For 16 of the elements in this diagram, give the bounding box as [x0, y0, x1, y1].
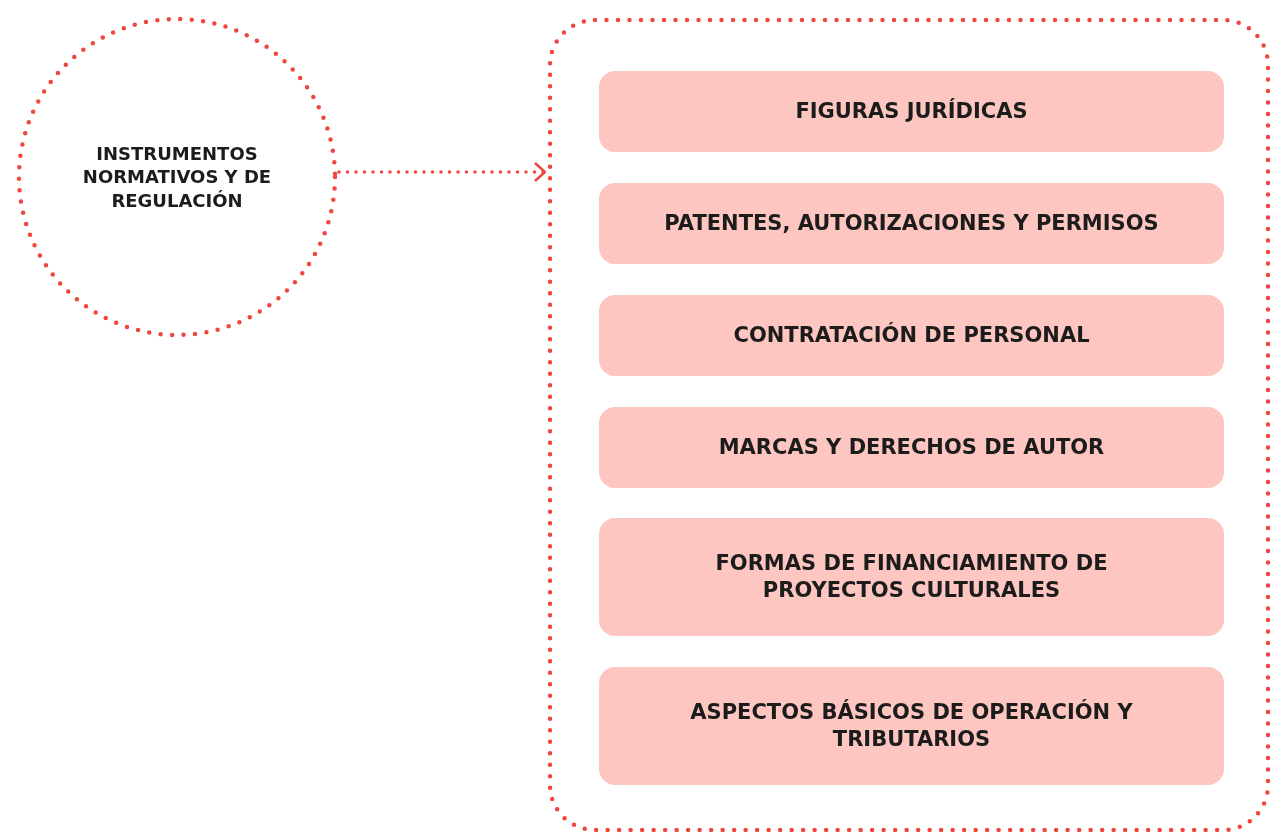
node-label: ASPECTOS BÁSICOS DE OPERACIÓN Y TRIBUTARIOS — [689, 698, 1134, 753]
dotted-circle — [17, 17, 337, 337]
topic-box — [599, 407, 1224, 488]
dotted-container — [548, 18, 1270, 832]
topic-box — [599, 295, 1224, 376]
node-label: CONTRATACIÓN DE PERSONAL — [733, 321, 1090, 349]
topic-box — [599, 71, 1224, 152]
topic-box — [599, 518, 1224, 636]
node-label: MARCAS Y DERECHOS DE AUTOR — [718, 433, 1105, 461]
topic-box — [599, 183, 1224, 264]
node-label: FORMAS DE FINANCIAMIENTO DE PROYECTOS CULTURALES — [714, 549, 1109, 604]
node-label: PATENTES, AUTORIZACIONES Y PERMISOS — [664, 209, 1159, 237]
node-label: INSTRUMENTOS NORMATIVOS Y DE REGULACIÓN — [81, 141, 273, 213]
node-label: FIGURAS JURÍDICAS — [795, 97, 1028, 125]
topic-box — [599, 667, 1224, 785]
arrow — [337, 161, 547, 183]
